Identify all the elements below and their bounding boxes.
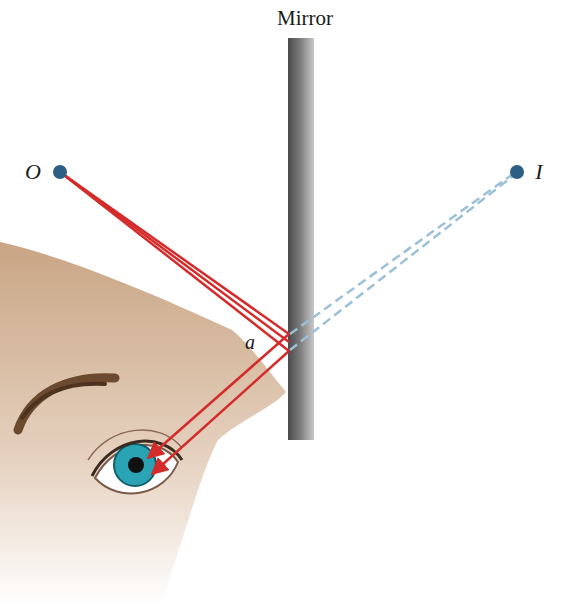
incident-rays [60,172,289,351]
object-point [53,165,67,179]
face [0,242,286,607]
point-label: a [245,332,255,352]
reflected-rays [148,334,289,474]
point-label: O [25,161,41,183]
point-label: I [535,161,542,183]
mirror [288,38,314,440]
image-point [510,165,524,179]
eyebrow [18,378,115,430]
virtual-rays [290,174,513,350]
mirror-label: Mirror [277,8,333,29]
